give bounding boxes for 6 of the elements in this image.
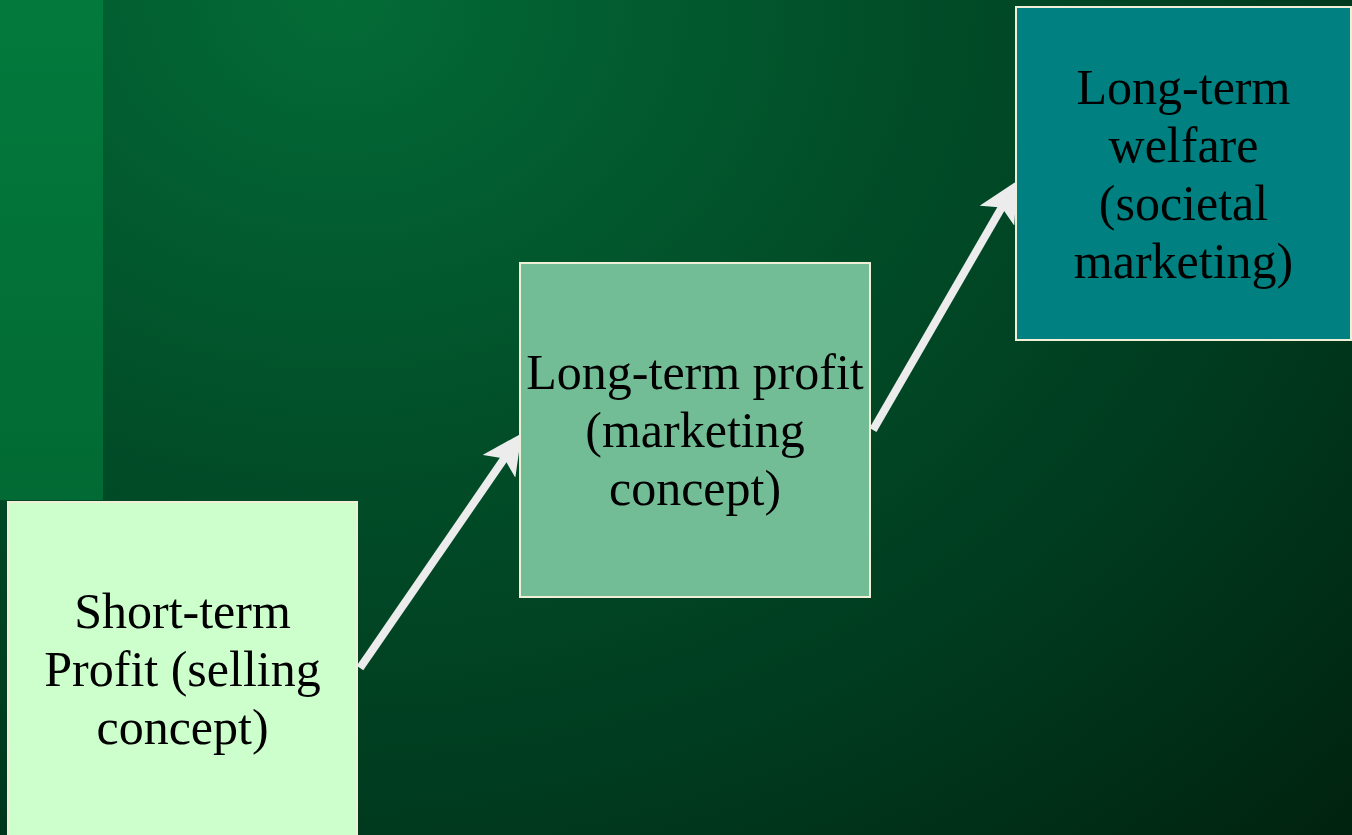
concept-box <box>519 262 871 598</box>
concept-box <box>1015 6 1352 341</box>
box-label: Long-term profit (marketing concept) <box>525 343 865 517</box>
concept-box <box>7 501 358 835</box>
box-label: Short-term Profit (selling concept) <box>43 581 322 756</box>
box-label: Long-term welfare (societal marketing) <box>1072 57 1295 290</box>
